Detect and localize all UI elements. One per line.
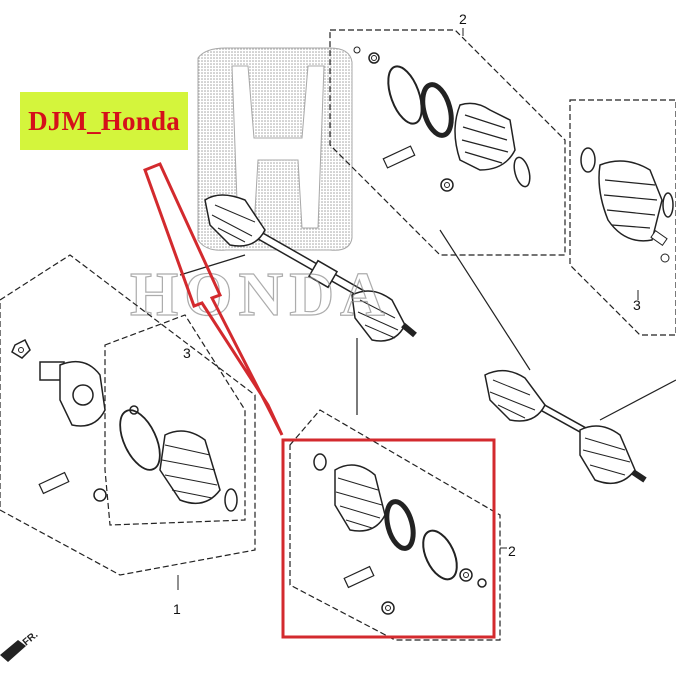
drive-shaft-assembly-right xyxy=(484,369,676,485)
callout-right-kit: 3 xyxy=(633,297,641,313)
brand-label-text: DJM_Honda xyxy=(28,105,180,136)
callout-left-kit: 3 xyxy=(183,345,191,361)
callout-highlighted-kit: 2 xyxy=(508,543,516,559)
kit-box-top xyxy=(329,28,566,256)
highlight-frame xyxy=(281,438,496,639)
kit-box-left-outer xyxy=(0,254,256,590)
callout-arrow xyxy=(143,162,284,436)
brand-label: DJM_Honda xyxy=(20,92,188,150)
honda-wordmark: HONDA xyxy=(130,261,391,329)
kit-box-highlighted xyxy=(289,409,507,641)
honda-text-watermark: HONDA xyxy=(129,260,391,329)
drive-shaft-assembly-center xyxy=(179,194,531,415)
front-direction-arrow-icon: FR. xyxy=(0,629,40,662)
kit-box-right xyxy=(569,99,676,336)
callout-assembly: 1 xyxy=(173,601,181,617)
callout-top-kit: 2 xyxy=(459,11,467,27)
